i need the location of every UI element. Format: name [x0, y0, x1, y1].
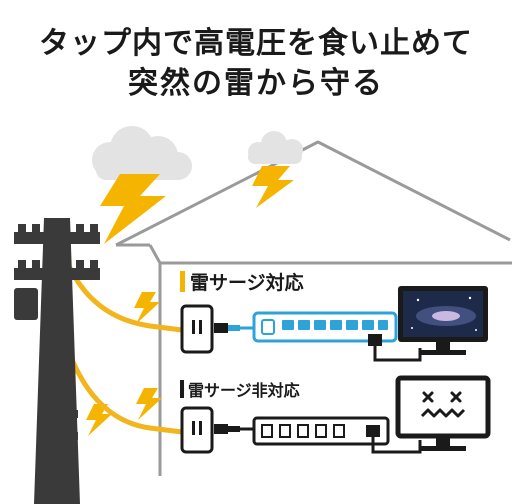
accent-bar	[180, 380, 184, 398]
plug-cable	[214, 424, 254, 434]
label-surge-supported-text: 雷サージ対応	[190, 272, 304, 294]
accent-bar	[180, 271, 185, 292]
lightning-bolt-icon	[134, 292, 160, 324]
label-surge-supported: 雷サージ対応	[180, 268, 304, 295]
plug-cable	[214, 323, 254, 333]
power-line	[63, 265, 185, 435]
house-outline	[115, 140, 512, 476]
lightning-bolt-icon	[252, 166, 294, 208]
lightning-bolt-icon	[86, 404, 112, 436]
lightning-bolt-icon	[100, 174, 166, 244]
power-strip-icon	[252, 416, 390, 446]
tv-monitor-icon	[398, 286, 488, 355]
label-surge-unsupported-text: 雷サージ非対応	[188, 381, 300, 400]
cloud-icon	[92, 126, 192, 180]
utility-pole-icon	[14, 218, 100, 504]
lightning-bolt-icon	[136, 388, 162, 420]
headline-line2: 突然の雷から守る	[128, 66, 384, 101]
tv-cable	[373, 346, 422, 362]
power-strip-icon	[252, 311, 398, 346]
label-surge-unsupported: 雷サージ非対応	[180, 377, 300, 401]
headline-line1: タップ内で高電圧を食い止めて	[39, 26, 473, 61]
wall-outlet-icon	[180, 406, 214, 454]
broken-tv-icon	[395, 375, 491, 451]
wall-outlet-icon	[180, 304, 214, 354]
cloud-icon	[248, 131, 303, 164]
